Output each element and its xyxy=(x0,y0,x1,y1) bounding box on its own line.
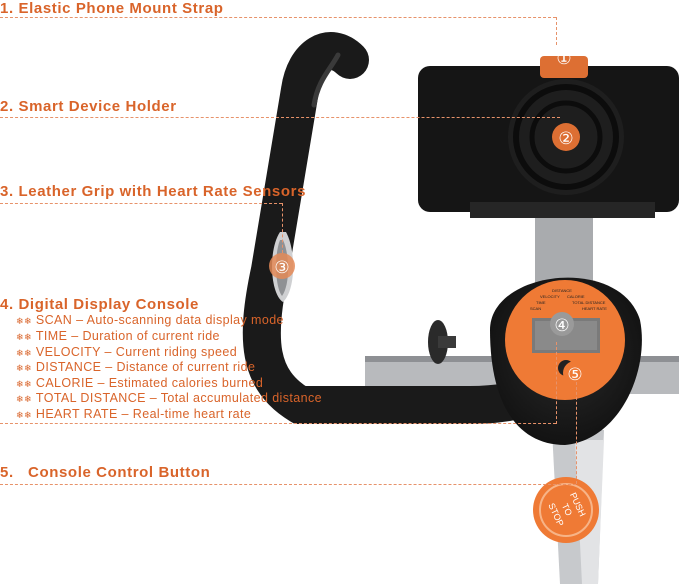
leader-line-5-drop xyxy=(576,382,577,484)
console-item-total-distance: ❄❄TOTAL DISTANCE – Total accumulated dis… xyxy=(16,391,322,405)
display-label-scan: SCAN xyxy=(530,306,541,311)
display-label-time: TIME xyxy=(536,300,546,305)
display-label-distance: DISTANCE xyxy=(552,288,572,293)
marker-4: ④ xyxy=(550,312,574,336)
marker-1: ① xyxy=(556,49,571,69)
label-4: 4. Digital Display Console xyxy=(0,296,199,313)
leader-line-1-drop xyxy=(556,17,557,45)
label-1: 1. Elastic Phone Mount Strap xyxy=(0,0,224,17)
label-5: 5. Console Control Button xyxy=(0,464,211,481)
svg-text:③: ③ xyxy=(274,258,289,278)
svg-text:⑤: ⑤ xyxy=(567,365,582,385)
leader-line-3 xyxy=(0,203,282,204)
label-3: 3. Leather Grip with Heart Rate Sensors xyxy=(0,183,307,200)
svg-text:②: ② xyxy=(558,129,573,149)
label-2: 2. Smart Device Holder xyxy=(0,98,177,115)
console-item-calorie: ❄❄CALORIE – Estimated calories burned xyxy=(16,376,264,390)
device-holder xyxy=(418,56,679,218)
leader-line-4-drop xyxy=(556,342,557,424)
svg-text:①: ① xyxy=(556,49,571,69)
console-item-scan: ❄❄SCAN – Auto-scanning data display mode xyxy=(16,313,284,327)
marker-2: ② xyxy=(552,123,580,151)
display-label-calorie: CALORIE xyxy=(567,294,585,299)
leader-line-4 xyxy=(0,423,556,424)
leader-line-1 xyxy=(0,17,556,18)
console-item-time: ❄❄TIME – Duration of current ride xyxy=(16,329,220,343)
leader-line-2 xyxy=(0,117,560,118)
display-label-velocity: VELOCITY xyxy=(540,294,560,299)
console-item-velocity: ❄❄VELOCITY – Current riding speed xyxy=(16,345,238,359)
display-label-total-distance: TOTAL DISTANCE xyxy=(572,300,606,305)
svg-text:④: ④ xyxy=(554,316,569,336)
marker-3: ③ xyxy=(269,253,295,279)
tension-knob xyxy=(428,320,456,364)
leader-line-3-drop xyxy=(282,203,283,253)
leader-line-5 xyxy=(0,484,576,485)
display-console: DISTANCE VELOCITY CALORIE TIME TOTAL DIS… xyxy=(490,277,642,445)
button-text-to: TO xyxy=(560,502,574,517)
console-item-distance: ❄❄DISTANCE – Distance of current ride xyxy=(16,360,256,374)
console-item-heart-rate: ❄❄HEART RATE – Real-time heart rate xyxy=(16,407,252,421)
marker-5: ⑤ xyxy=(563,361,587,385)
display-label-heart-rate: HEART RATE xyxy=(582,306,607,311)
push-to-stop-button: PUSH TO STOP xyxy=(533,477,599,543)
